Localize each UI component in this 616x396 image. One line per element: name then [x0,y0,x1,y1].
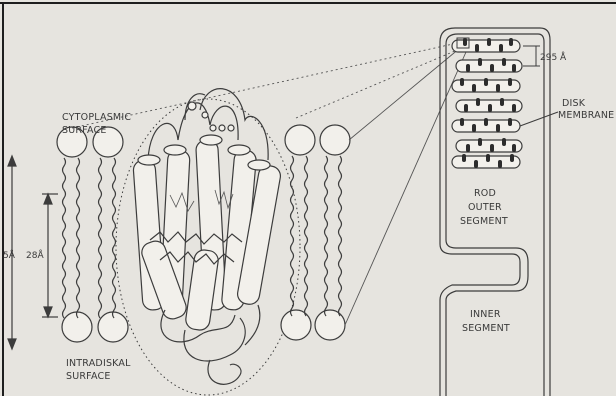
cytoplasmic-label-line1: CYTOPLASMIC [62,112,131,123]
spacing-bracket [523,46,540,66]
intradiskal-label-line2: SURFACE [66,371,111,382]
disk-membrane-pointer [520,112,558,126]
rod-label-line1: ROD [474,188,496,199]
left-bilayer [57,127,128,342]
bilayer-thickness-label: 28Å [26,249,44,261]
intradiskal-label-line1: INTRADISKAL [66,358,131,369]
inner-label-line1: INNER [470,309,501,320]
inner-label-line2: SEGMENT [462,323,510,334]
right-bilayer [281,125,350,340]
disk-stack [452,38,522,168]
rod-cell: 295 Å [440,28,567,396]
rod-label-line2: OUTER [468,202,502,213]
disk-label-line2: MEMBRANE [558,110,614,121]
rhodopsin-helices [133,89,282,385]
disk-label-line1: DISK [562,98,586,109]
zoom-lines [345,48,466,325]
rod-label-line3: SEGMENT [460,216,508,227]
total-thickness-label: 5Å [3,249,16,261]
cytoplasmic-label-line2: SURFACE [62,125,107,136]
disk-spacing-label: 295 Å [540,51,567,63]
